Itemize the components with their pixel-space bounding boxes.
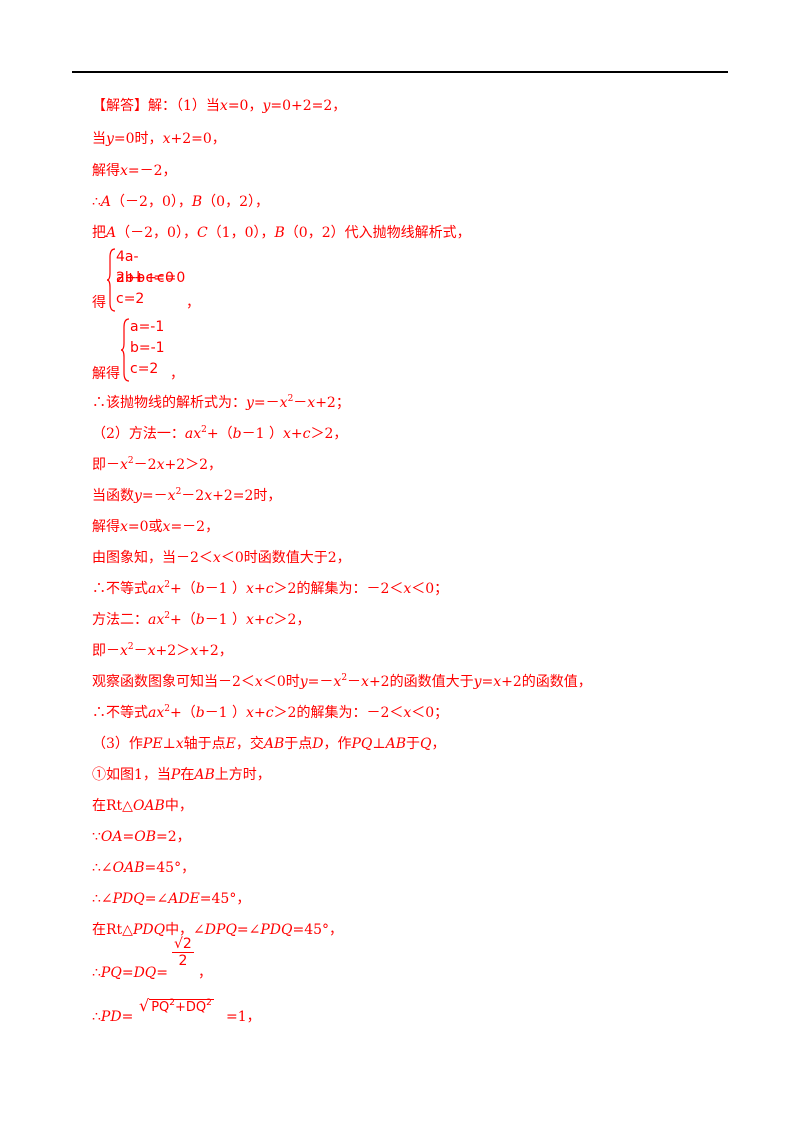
answer-line-8: ∴该抛物线的解析式为：y=－x2－x+2；	[92, 394, 350, 412]
answer-line-9: （2）方法一：ax2+（b－1 ）x+c＞2，	[92, 425, 348, 443]
fraction-numerator: √2	[172, 936, 194, 953]
sqrt-tail: =1，	[226, 1009, 261, 1025]
answer-line-23: ∴∠OAB=45°，	[92, 860, 196, 876]
answer-line-6: 得	[92, 295, 106, 311]
answer-line-11: 当函数y=－x2－2x+2=2时，	[92, 487, 282, 505]
answer-line-1: 【解答】解：（1）当x=0，y=0+2=2，	[92, 98, 347, 114]
answer-line-3: 解得x=－2，	[92, 163, 177, 179]
answer-line-27: ∴PD=	[92, 1009, 134, 1025]
answer-line-26: ∴PQ=DQ=	[92, 965, 168, 981]
system1-tail: ，	[186, 295, 200, 311]
answer-line-5: 把A（－2，0），C（1，0），B（0，2）代入抛物线解析式，	[92, 225, 471, 241]
system1-eq-2: a+b+c=0	[116, 270, 186, 286]
answer-line-13: 由图象知，当－2＜x＜0时函数值大于2，	[92, 550, 351, 566]
answer-line-19: （3）作PE⊥x轴于点E，交AB于点D，作PQ⊥AB于Q，	[92, 736, 446, 752]
system2-eq-2: b=-1	[130, 340, 165, 356]
answer-line-14: ∴不等式ax2+（b－1 ）x+c＞2的解集为：－2＜x＜0；	[92, 580, 449, 598]
answer-line-22: ∵OA=OB=2，	[92, 829, 191, 845]
sqrt-expression: √PQ2+DQ2	[139, 996, 214, 1015]
equation-system-1: 4a-2b+c=0 a+b+c=0 c=2	[106, 247, 196, 313]
answer-line-17: 观察函数图象可知当－2＜x＜0时y=－x2－x+2的函数值大于y=x+2的函数值…	[92, 673, 592, 691]
system1-eq-3: c=2	[116, 291, 145, 307]
answer-line-12: 解得x=0或x=－2，	[92, 519, 220, 535]
header-rule	[72, 71, 728, 73]
answer-line-18: ∴不等式ax2+（b－1 ）x+c＞2的解集为：－2＜x＜0；	[92, 704, 449, 722]
answer-line-24: ∴∠PDQ=∠ADE=45°，	[92, 891, 251, 907]
answer-line-25: 在Rt△PDQ中，∠DPQ=∠PDQ=45°，	[92, 922, 344, 938]
system2-eq-1: a=-1	[130, 319, 165, 335]
fraction-sqrt2-over-2: √2 2	[172, 936, 194, 969]
brace-icon	[120, 318, 130, 382]
answer-line-10: 即－x2－2x+2＞2，	[92, 456, 223, 474]
sqrt-symbol: √	[139, 996, 150, 1015]
system2-tail: ，	[170, 366, 184, 382]
fraction-tail: ，	[198, 965, 212, 981]
system1-eq-1: 4a-2b+c=0	[116, 249, 174, 286]
answer-line-20: ①如图1，当P在AB上方时，	[92, 767, 271, 783]
brace-icon	[106, 248, 116, 312]
system2-eq-3: c=2	[130, 361, 159, 377]
answer-line-16: 即－x2－x+2＞x+2，	[92, 642, 233, 660]
answer-line-15: 方法二：ax2+（b－1 ）x+c＞2，	[92, 611, 311, 629]
fraction-denominator: 2	[178, 953, 188, 969]
answer-line-4: ∴A（－2，0），B（0，2），	[92, 194, 269, 210]
answer-line-2: 当y=0时，x+2=0，	[92, 131, 226, 147]
answer-line-21: 在Rt△OAB中，	[92, 798, 193, 814]
equation-system-2: a=-1 b=-1 c=2	[120, 317, 180, 383]
answer-line-7: 解得	[92, 366, 120, 382]
